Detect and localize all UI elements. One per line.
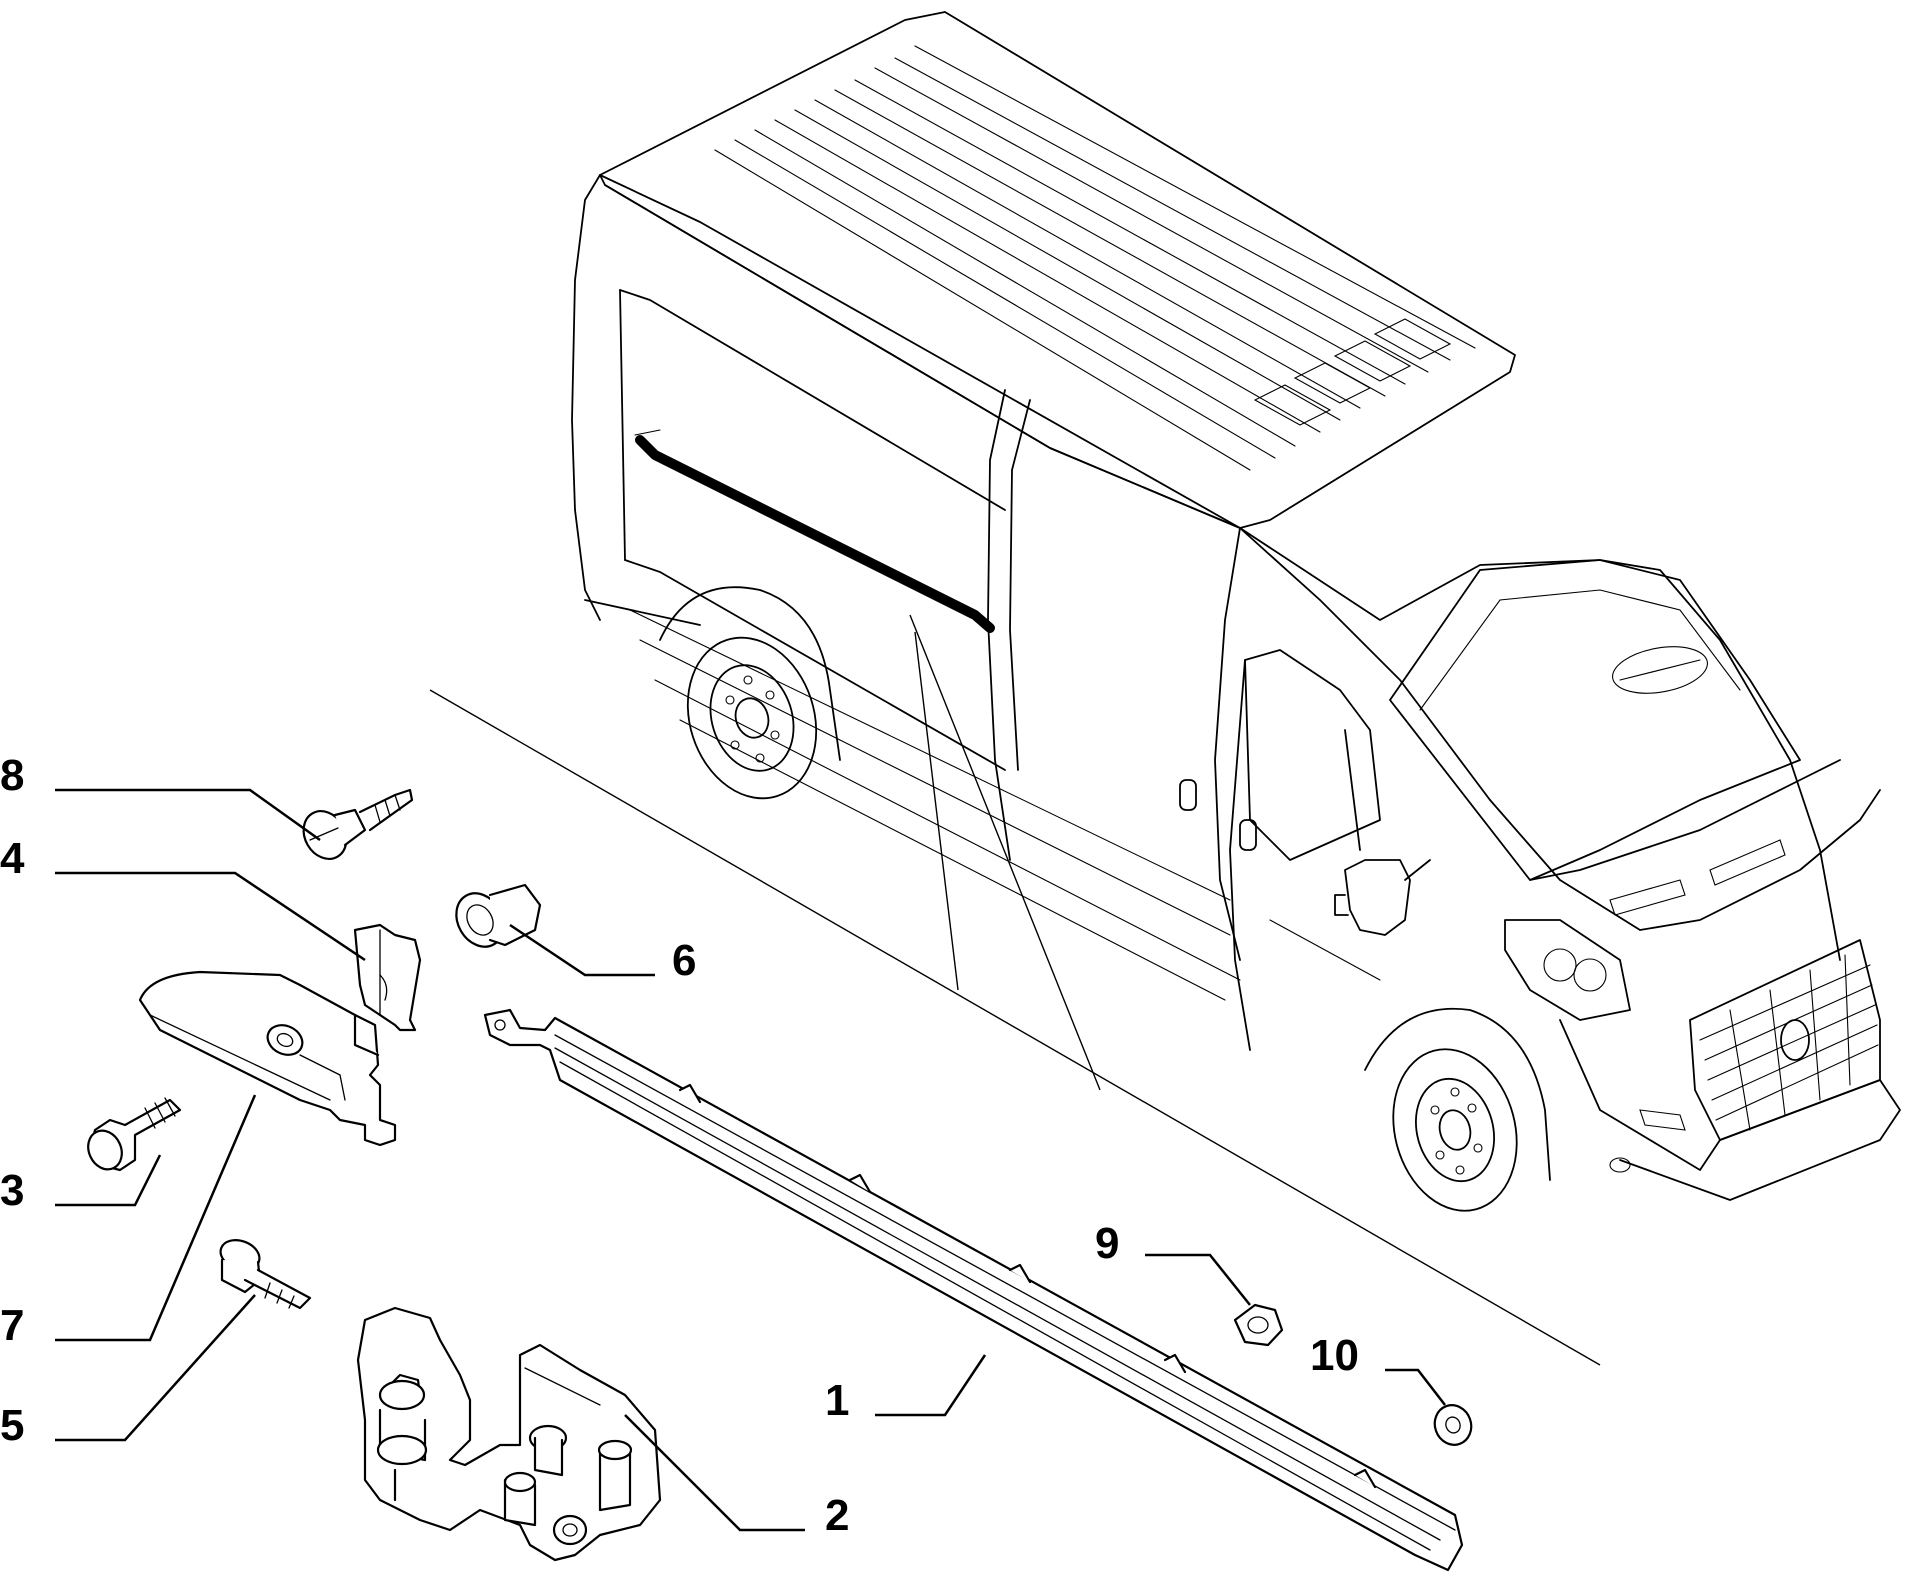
grille-icon [1689,939,1881,1141]
callout-2: 2 [825,1491,849,1540]
callout-10: 10 [1310,1331,1359,1380]
callout-5: 5 [0,1401,24,1450]
callout-9: 9 [1095,1219,1119,1268]
bushing-part-6-icon [455,883,542,948]
roof-ribs-icon [714,45,1476,471]
washer-part-10-icon [1433,1404,1473,1446]
callout-1: 1 [825,1376,849,1425]
callout-7: 7 [0,1301,24,1350]
roller-bracket-part-2-icon [356,1306,662,1562]
callout-8: 8 [0,751,24,800]
bracket-plate-part-7-icon [138,970,397,1147]
callout-numbers: 8 4 6 3 7 5 1 2 9 10 [0,751,1359,1540]
nut-part-9-icon [1233,1303,1284,1347]
rail-part-1-icon [483,1008,1464,1572]
callout-3: 3 [0,1166,24,1215]
callout-6: 6 [672,936,696,985]
leader-lines [55,788,1446,1532]
clip-part-4-icon [353,923,422,1032]
bolt-part-3-icon [87,1097,182,1172]
callout-4: 4 [0,834,25,883]
mirror-icon [1334,859,1431,936]
van-illustration [571,11,1901,1212]
front-wheel-icon [1392,1048,1518,1212]
sliding-door-rail-on-van [635,435,995,633]
rear-wheel-icon [686,636,818,800]
screw-part-8-icon [302,788,414,860]
headlight-icon [1504,919,1631,1021]
bolt-part-5-icon [219,1239,312,1310]
ground-reference-lines [429,614,1601,1366]
